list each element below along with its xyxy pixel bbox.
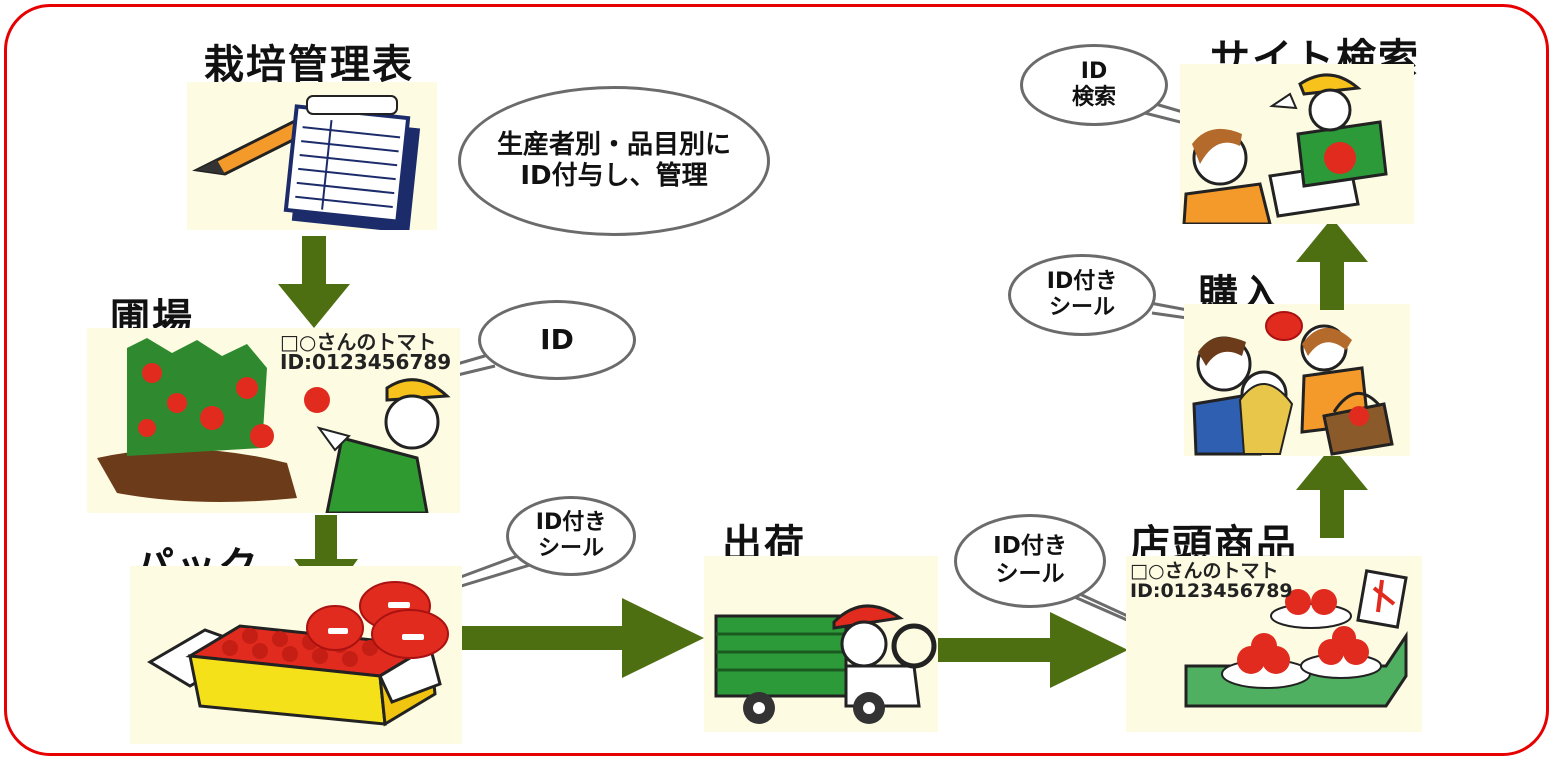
search-illustration [1180,64,1414,224]
search-bubble-line2: 検索 [1071,85,1116,110]
cultivation-bubble: 生産者別・品目別に ID付与し、管理 [458,86,770,236]
purchase-illustration [1184,304,1410,456]
search-bubble-line1: ID [1080,58,1108,84]
pack-bubble-line2: シール [537,536,604,561]
purchase-tomato [1265,311,1303,341]
cultivation-sheet-illustration [187,82,437,230]
store-bubble-line1: ID付き [993,533,1067,560]
arrow-right-pack-to-shipping [462,598,704,678]
shopping-basket-icon [1322,391,1394,456]
farmer-icon [316,378,451,513]
soil-icon [97,449,297,502]
cultivation-bubble-line2: ID付与し、管理 [520,161,708,191]
store-id-label: ID:0123456789 [1130,580,1293,602]
field-id-bubble: ID [478,300,636,380]
pack-bubble: ID付き シール [506,496,636,576]
arrow-up-store-to-purchase [1296,446,1368,538]
purchase-bubble-line2: シール [1048,295,1115,320]
pack-illustration [130,566,462,744]
driver-icon [832,604,937,669]
field-bubble-text: ID [540,323,574,357]
store-producer-label: □○さんのトマト [1130,560,1279,582]
farmer-on-screen-icon [1269,73,1362,132]
diagram-frame [4,4,1549,756]
truck-icon [714,614,921,724]
search-bubble: ID 検索 [1020,44,1168,126]
pack-bubble-line1: ID付き [535,509,607,535]
arrow-down-cultivation-to-field [278,236,350,328]
store-bubble-line2: シール [995,561,1065,587]
clipboard-icon [283,95,421,230]
woman-at-computer-icon [1182,128,1272,224]
step-title-cultivation: 栽培管理表 [204,42,414,88]
cultivation-bubble-line1: 生産者別・品目別に [496,129,731,160]
tomato-plants-icon [127,338,267,456]
computer-icon [1268,120,1388,218]
arrow-right-shipping-to-store [938,612,1128,688]
purchase-bubble: ID付き シール [1008,254,1156,336]
store-tomatoes [1237,589,1369,674]
field-illustration [87,328,460,513]
labelled-tomatoes [306,581,449,659]
arrow-up-purchase-to-search [1296,218,1368,310]
field-id-label: ID:0123456789 [280,350,452,374]
field-producer-label: □○さんのトマト [280,330,437,354]
purchase-bubble-line1: ID付き [1046,268,1118,294]
store-bubble: ID付き シール [954,514,1106,608]
shipping-illustration [704,556,938,732]
plant-tomatoes [138,363,330,448]
store-illustration [1126,556,1422,732]
customer-child-icon [1238,370,1294,455]
